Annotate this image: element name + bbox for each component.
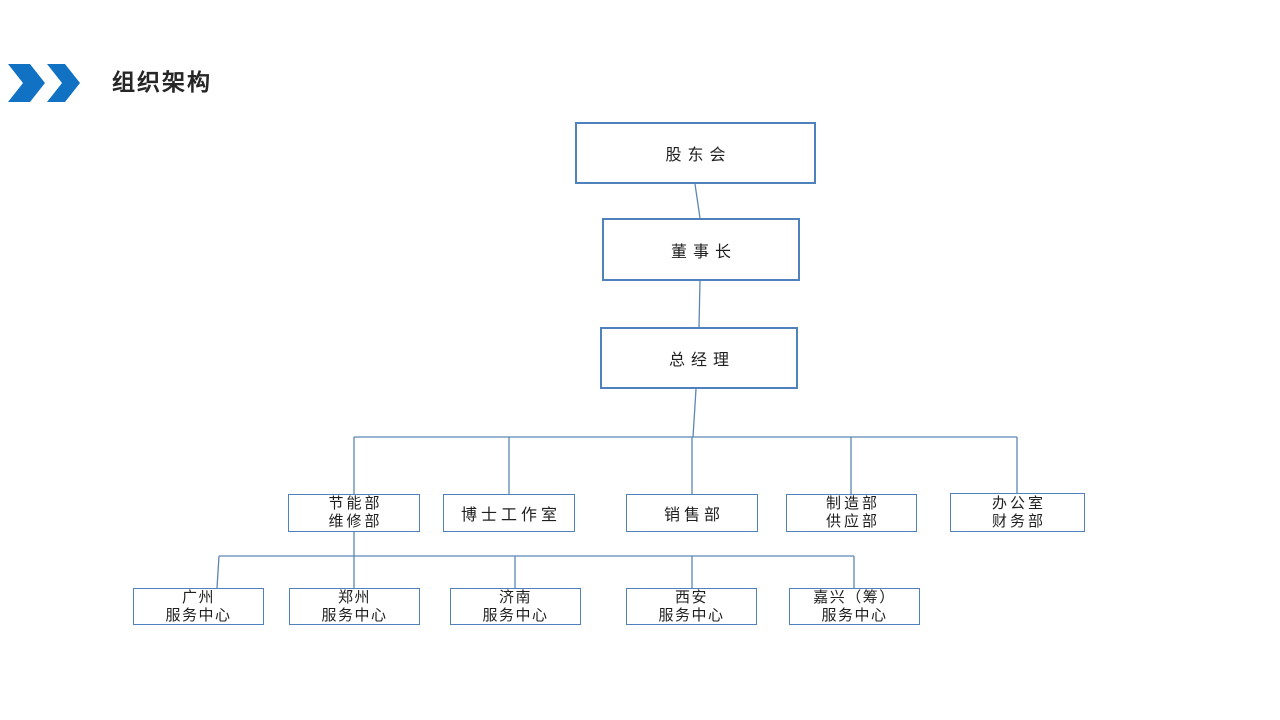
org-node-dept-manufacturing-supply: 制造部 供应部 [786, 494, 917, 532]
page-title: 组织架构 [112, 69, 212, 95]
org-node-label-line1: 办公室 [991, 494, 1046, 512]
org-node-label-line1: 郑州 [337, 588, 371, 606]
org-node-dept-sales: 销售部 [626, 494, 758, 532]
org-node-dept-energy-maintenance: 节能部 维修部 [288, 494, 420, 532]
org-node-label-line2: 供应部 [825, 513, 880, 530]
org-node-label-line2: 服务中心 [658, 606, 725, 624]
org-node-label: 博士工作室 [460, 507, 561, 524]
org-node-dept-doctor-studio: 博士工作室 [443, 494, 575, 532]
org-node-center-jiaxing: 嘉兴（筹） 服务中心 [789, 588, 920, 625]
org-node-label-line1: 嘉兴（筹） [813, 588, 896, 606]
org-node-label-line1: 节能部 [328, 495, 383, 512]
org-node-center-zhengzhou: 郑州 服务中心 [289, 588, 420, 625]
org-node-label-line2: 财务部 [991, 512, 1046, 530]
double-chevron-icon [8, 64, 80, 102]
org-node-chairman: 董事长 [602, 218, 800, 281]
org-node-label-line2: 服务中心 [165, 606, 232, 624]
org-node-shareholders-meeting: 股东会 [575, 122, 816, 184]
org-node-label-line1: 西安 [674, 588, 708, 606]
org-node-center-xian: 西安 服务中心 [626, 588, 757, 625]
org-node-label: 董事长 [670, 243, 737, 261]
org-node-label: 股东会 [665, 147, 732, 164]
org-node-center-jinan: 济南 服务中心 [450, 588, 581, 625]
org-node-dept-office-finance: 办公室 财务部 [950, 493, 1085, 532]
org-node-label-line1: 制造部 [825, 495, 880, 512]
org-node-label-line2: 维修部 [328, 513, 383, 530]
org-node-label-line2: 服务中心 [821, 606, 888, 624]
org-node-label: 销售部 [663, 507, 724, 524]
org-node-label-line1: 广州 [181, 588, 215, 606]
org-node-label-line1: 济南 [498, 588, 532, 606]
org-node-center-guangzhou: 广州 服务中心 [133, 588, 264, 625]
org-node-label-line2: 服务中心 [482, 606, 549, 624]
org-node-label-line2: 服务中心 [321, 606, 388, 624]
org-node-general-manager: 总经理 [600, 327, 798, 389]
org-node-label: 总经理 [668, 352, 735, 369]
